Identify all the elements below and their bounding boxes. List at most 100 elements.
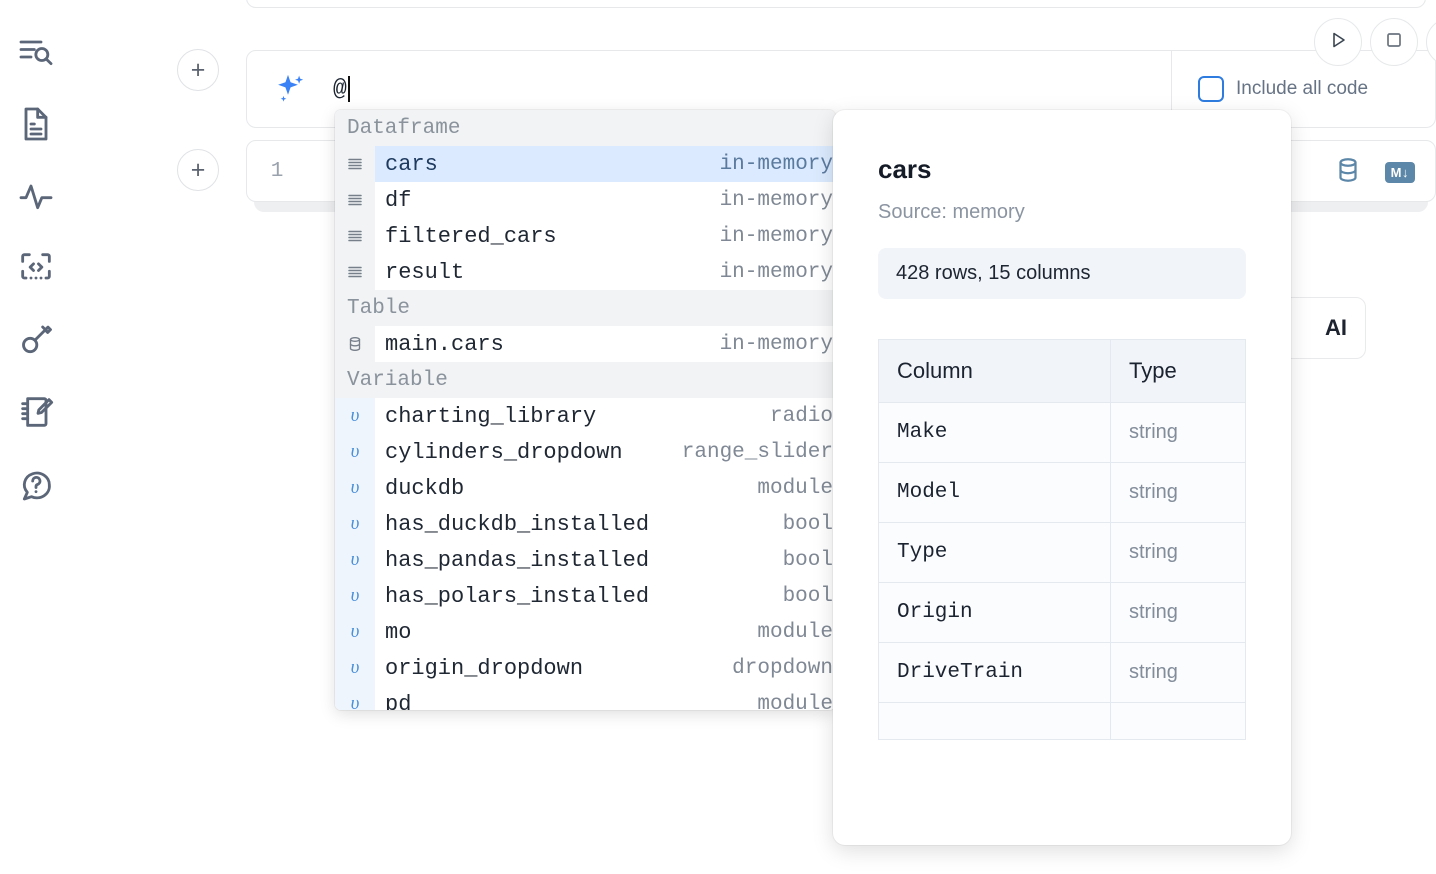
- sidebar-item-scratchpad[interactable]: [10, 376, 62, 448]
- autocomplete-item[interactable]: result in-memory: [335, 254, 835, 290]
- autocomplete-item-body: filtered_cars in-memory: [375, 224, 835, 249]
- help-chat-icon: [16, 464, 56, 504]
- autocomplete-item[interactable]: df in-memory: [335, 182, 835, 218]
- schema-column-type: [1110, 702, 1246, 740]
- schema-header-type: Type: [1110, 339, 1246, 403]
- variable-icon: υ: [335, 650, 375, 686]
- schema-column-type: string: [1110, 402, 1246, 463]
- sparkles-icon: [269, 71, 313, 107]
- dataframe-icon: [335, 146, 375, 182]
- ai-input-value: @: [333, 76, 347, 102]
- schema-column-type: string: [1110, 582, 1246, 643]
- variable-icon: υ: [335, 434, 375, 470]
- add-cell-button-top[interactable]: +: [177, 49, 219, 91]
- ai-input-value-wrap: @: [313, 76, 1171, 102]
- autocomplete-item[interactable]: υ cylinders_dropdown range_slider: [335, 434, 835, 470]
- schema-column-name: Type: [878, 522, 1111, 583]
- autocomplete-item-name: cylinders_dropdown: [385, 439, 623, 465]
- stop-button[interactable]: [1370, 18, 1418, 66]
- sidebar-item-notebook[interactable]: [10, 88, 62, 160]
- schema-column-type: string: [1110, 642, 1246, 703]
- variable-icon: υ: [335, 614, 375, 650]
- text-caret: [347, 76, 350, 102]
- variable-icon: υ: [335, 578, 375, 614]
- autocomplete-item-type: range_slider: [681, 440, 833, 464]
- run-button[interactable]: [1314, 18, 1362, 66]
- autocomplete-section-header: Dataframe: [335, 110, 835, 146]
- sidebar-item-explore[interactable]: [10, 16, 62, 88]
- autocomplete-item[interactable]: υ has_polars_installed bool: [335, 578, 835, 614]
- markdown-icon[interactable]: M↓: [1384, 161, 1415, 183]
- database-icon[interactable]: [1333, 155, 1363, 190]
- autocomplete-item-type: module: [757, 692, 833, 711]
- autocomplete-item[interactable]: filtered_cars in-memory: [335, 218, 835, 254]
- autocomplete-item-name: result: [385, 259, 465, 285]
- autocomplete-item-type: in-memory: [719, 188, 833, 212]
- sidebar-item-activity[interactable]: [10, 160, 62, 232]
- include-all-code-label: Include all code: [1236, 78, 1369, 99]
- autocomplete-item-name: has_duckdb_installed: [385, 511, 650, 537]
- checkbox-box[interactable]: [1198, 76, 1224, 102]
- autocomplete-item-type: module: [757, 620, 833, 644]
- schema-table-header-row: Column Type: [878, 339, 1246, 403]
- sidebar-item-secrets[interactable]: [10, 304, 62, 376]
- stop-icon: [1382, 28, 1406, 57]
- sidebar-item-help[interactable]: [10, 448, 62, 520]
- autocomplete-item-name: has_polars_installed: [385, 583, 650, 609]
- add-cell-button-bottom[interactable]: +: [177, 149, 219, 191]
- schema-column-name: Model: [878, 462, 1111, 523]
- schema-table-row: [878, 702, 1246, 740]
- file-search-icon: [16, 32, 56, 72]
- autocomplete-item-type: in-memory: [719, 224, 833, 248]
- autocomplete-item-body: df in-memory: [375, 188, 835, 213]
- sidebar: [0, 0, 72, 874]
- autocomplete-item-name: pd: [385, 691, 412, 711]
- variable-icon: υ: [335, 398, 375, 434]
- code-snippet-icon: [16, 248, 56, 288]
- document-icon: [16, 104, 56, 144]
- autocomplete-item-body: cylinders_dropdown range_slider: [375, 440, 835, 465]
- autocomplete-item-type: bool: [782, 584, 833, 608]
- variable-icon: υ: [335, 686, 375, 710]
- autocomplete-item-type: in-memory: [719, 260, 833, 284]
- cell-above-partial: [246, 0, 1426, 8]
- autocomplete-item-body: pd module: [375, 692, 835, 711]
- ai-input-area[interactable]: @: [247, 51, 1171, 127]
- schema-column-type: string: [1110, 522, 1246, 583]
- schema-column-name: [878, 702, 1111, 740]
- include-all-code-checkbox[interactable]: Include all code: [1198, 76, 1368, 102]
- autocomplete-item-name: cars: [385, 151, 438, 177]
- documentation-panel: cars Source: memory 428 rows, 15 columns…: [833, 110, 1291, 845]
- sidebar-item-snippets[interactable]: [10, 232, 62, 304]
- schema-column-name: Make: [878, 402, 1111, 463]
- doc-stats-badge: 428 rows, 15 columns: [878, 248, 1246, 299]
- autocomplete-item-name: charting_library: [385, 403, 597, 429]
- autocomplete-item-name: df: [385, 187, 412, 213]
- doc-title: cars: [878, 154, 932, 184]
- doc-source: Source: memory: [878, 201, 1025, 223]
- variable-icon: υ: [335, 470, 375, 506]
- key-icon: [16, 320, 56, 360]
- autocomplete-item-type: in-memory: [719, 332, 833, 356]
- schema-column-name: DriveTrain: [878, 642, 1111, 703]
- autocomplete-item-name: filtered_cars: [385, 223, 557, 249]
- variable-icon: υ: [335, 506, 375, 542]
